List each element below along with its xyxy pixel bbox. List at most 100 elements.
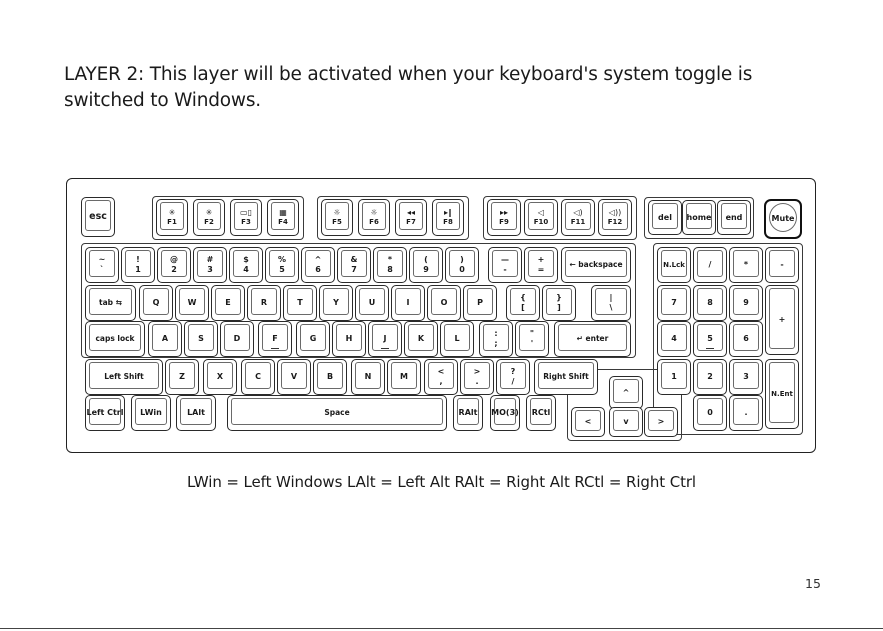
key-a[interactable]: A [148, 321, 182, 357]
key-f4[interactable]: ▦F4 [267, 199, 299, 236]
key-x[interactable]: X [203, 359, 237, 395]
key-backspace[interactable]: ← backspace [561, 247, 631, 283]
key-num-plus[interactable]: + [765, 285, 799, 355]
key-tab[interactable]: tab ⇆ [85, 285, 136, 321]
key-caps-lock[interactable]: caps lock [85, 321, 145, 357]
key-equal[interactable]: += [524, 247, 558, 283]
key-2[interactable]: @2 [157, 247, 191, 283]
key-f[interactable]: F [258, 321, 292, 357]
key-num-8[interactable]: 8 [693, 285, 727, 321]
key-num-dot[interactable]: . [729, 395, 763, 431]
key-m[interactable]: M [387, 359, 421, 395]
key-comma[interactable]: <, [424, 359, 458, 395]
key-label: X [216, 372, 224, 381]
key-e[interactable]: E [211, 285, 245, 321]
key-l[interactable]: L [440, 321, 474, 357]
key-minus[interactable]: —- [488, 247, 522, 283]
key-semicolon[interactable]: :; [479, 321, 513, 357]
key-left-ctrl[interactable]: Left Ctrl [85, 395, 125, 431]
key-j[interactable]: J [368, 321, 402, 357]
key-p[interactable]: P [463, 285, 497, 321]
key-q[interactable]: Q [139, 285, 173, 321]
key-c[interactable]: C [241, 359, 275, 395]
key-slash[interactable]: ?/ [496, 359, 530, 395]
key-3[interactable]: #3 [193, 247, 227, 283]
key-f8[interactable]: ▸‖F8 [432, 199, 464, 236]
key-f2[interactable]: ✳F2 [193, 199, 225, 236]
key-mo3[interactable]: MO(3) [490, 395, 520, 431]
key-rctl[interactable]: RCtl [526, 395, 556, 431]
key-f7[interactable]: ◂◂F7 [395, 199, 427, 236]
key-7[interactable]: &7 [337, 247, 371, 283]
key-del[interactable]: del [648, 200, 682, 235]
key-b[interactable]: B [313, 359, 347, 395]
key-f1[interactable]: ✳F1 [156, 199, 188, 236]
key-f6[interactable]: ☼F6 [358, 199, 390, 236]
key-backslash[interactable]: |\ [591, 285, 631, 321]
key-f12[interactable]: ◁))F12 [598, 199, 632, 236]
key-f11[interactable]: ◁)F11 [561, 199, 595, 236]
key-num-7[interactable]: 7 [657, 285, 691, 321]
key-v[interactable]: V [277, 359, 311, 395]
key-mute[interactable]: Mute [764, 199, 802, 239]
key-y[interactable]: Y [319, 285, 353, 321]
key-4[interactable]: $4 [229, 247, 263, 283]
key-o[interactable]: O [427, 285, 461, 321]
key-home[interactable]: home [682, 200, 716, 235]
key-arrow-up[interactable]: ^ [609, 376, 643, 409]
key-k[interactable]: K [404, 321, 438, 357]
key-f3[interactable]: ▭▯F3 [230, 199, 262, 236]
key-w[interactable]: W [175, 285, 209, 321]
key-rbracket[interactable]: }] [542, 285, 576, 321]
key-arrow-down[interactable]: v [609, 407, 643, 437]
key-esc[interactable]: esc [81, 197, 115, 237]
key-grave[interactable]: ~` [85, 247, 119, 283]
key-5[interactable]: %5 [265, 247, 299, 283]
key-num-5[interactable]: 5 [693, 321, 727, 357]
key-arrow-left[interactable]: < [571, 407, 605, 437]
key-n[interactable]: N [351, 359, 385, 395]
key-num-6[interactable]: 6 [729, 321, 763, 357]
key-period[interactable]: >. [460, 359, 494, 395]
key-i[interactable]: I [391, 285, 425, 321]
key-h[interactable]: H [332, 321, 366, 357]
key-space[interactable]: Space [227, 395, 447, 431]
key-t[interactable]: T [283, 285, 317, 321]
key-9[interactable]: (9 [409, 247, 443, 283]
key-left-shift[interactable]: Left Shift [85, 359, 163, 395]
key-1[interactable]: !1 [121, 247, 155, 283]
key-r[interactable]: R [247, 285, 281, 321]
key-f10[interactable]: ◁F10 [524, 199, 558, 236]
key-lbracket[interactable]: {[ [506, 285, 540, 321]
key-ralt[interactable]: RAlt [453, 395, 483, 431]
key-g[interactable]: G [296, 321, 330, 357]
key-right-shift[interactable]: Right Shift [534, 359, 598, 395]
key-lalt[interactable]: LAlt [176, 395, 216, 431]
key-label: F3 [241, 218, 251, 226]
key-num-enter[interactable]: N.Ent [765, 359, 799, 429]
key-z[interactable]: Z [165, 359, 199, 395]
key-s[interactable]: S [184, 321, 218, 357]
key-num-star[interactable]: * [729, 247, 763, 283]
key-u[interactable]: U [355, 285, 389, 321]
key-lwin[interactable]: LWin [131, 395, 171, 431]
key-num-9[interactable]: 9 [729, 285, 763, 321]
key-num-slash[interactable]: / [693, 247, 727, 283]
key-arrow-right[interactable]: > [644, 407, 678, 437]
key-num-2[interactable]: 2 [693, 359, 727, 395]
key-num-lock[interactable]: N.Lck [657, 247, 691, 283]
key-end[interactable]: end [717, 200, 751, 235]
key-quote[interactable]: "' [515, 321, 549, 357]
key-enter[interactable]: ↵ enter [554, 321, 631, 357]
key-8[interactable]: *8 [373, 247, 407, 283]
key-num-minus[interactable]: - [765, 247, 799, 283]
key-d[interactable]: D [220, 321, 254, 357]
key-f9[interactable]: ▸▸F9 [487, 199, 521, 236]
key-num-0[interactable]: 0 [693, 395, 727, 431]
key-f5[interactable]: ☼F5 [321, 199, 353, 236]
key-num-3[interactable]: 3 [729, 359, 763, 395]
key-6[interactable]: ^6 [301, 247, 335, 283]
key-0[interactable]: )0 [445, 247, 479, 283]
key-num-1[interactable]: 1 [657, 359, 691, 395]
key-num-4[interactable]: 4 [657, 321, 691, 357]
